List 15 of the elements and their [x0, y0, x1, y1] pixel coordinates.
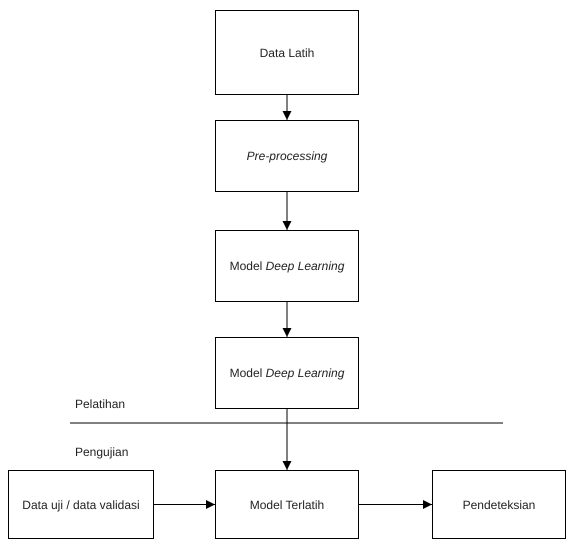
arrow — [154, 500, 216, 509]
process-box: Model Deep Learning — [215, 337, 359, 409]
process-box: Data Latih — [215, 10, 359, 95]
section-label: Pengujian — [75, 445, 128, 459]
arrow — [282, 94, 292, 120]
process-box: Pre-processing — [215, 120, 359, 192]
arrow — [282, 192, 292, 230]
process-box: Pendeteksian — [432, 470, 566, 539]
arrow — [282, 302, 292, 338]
process-box: Model Deep Learning — [215, 230, 359, 302]
section-label: Pelatihan — [75, 397, 126, 411]
process-box: Model Terlatih — [215, 470, 359, 539]
arrow — [282, 408, 292, 470]
arrow — [358, 500, 432, 509]
process-box: Data uji / data validasi — [8, 470, 154, 539]
